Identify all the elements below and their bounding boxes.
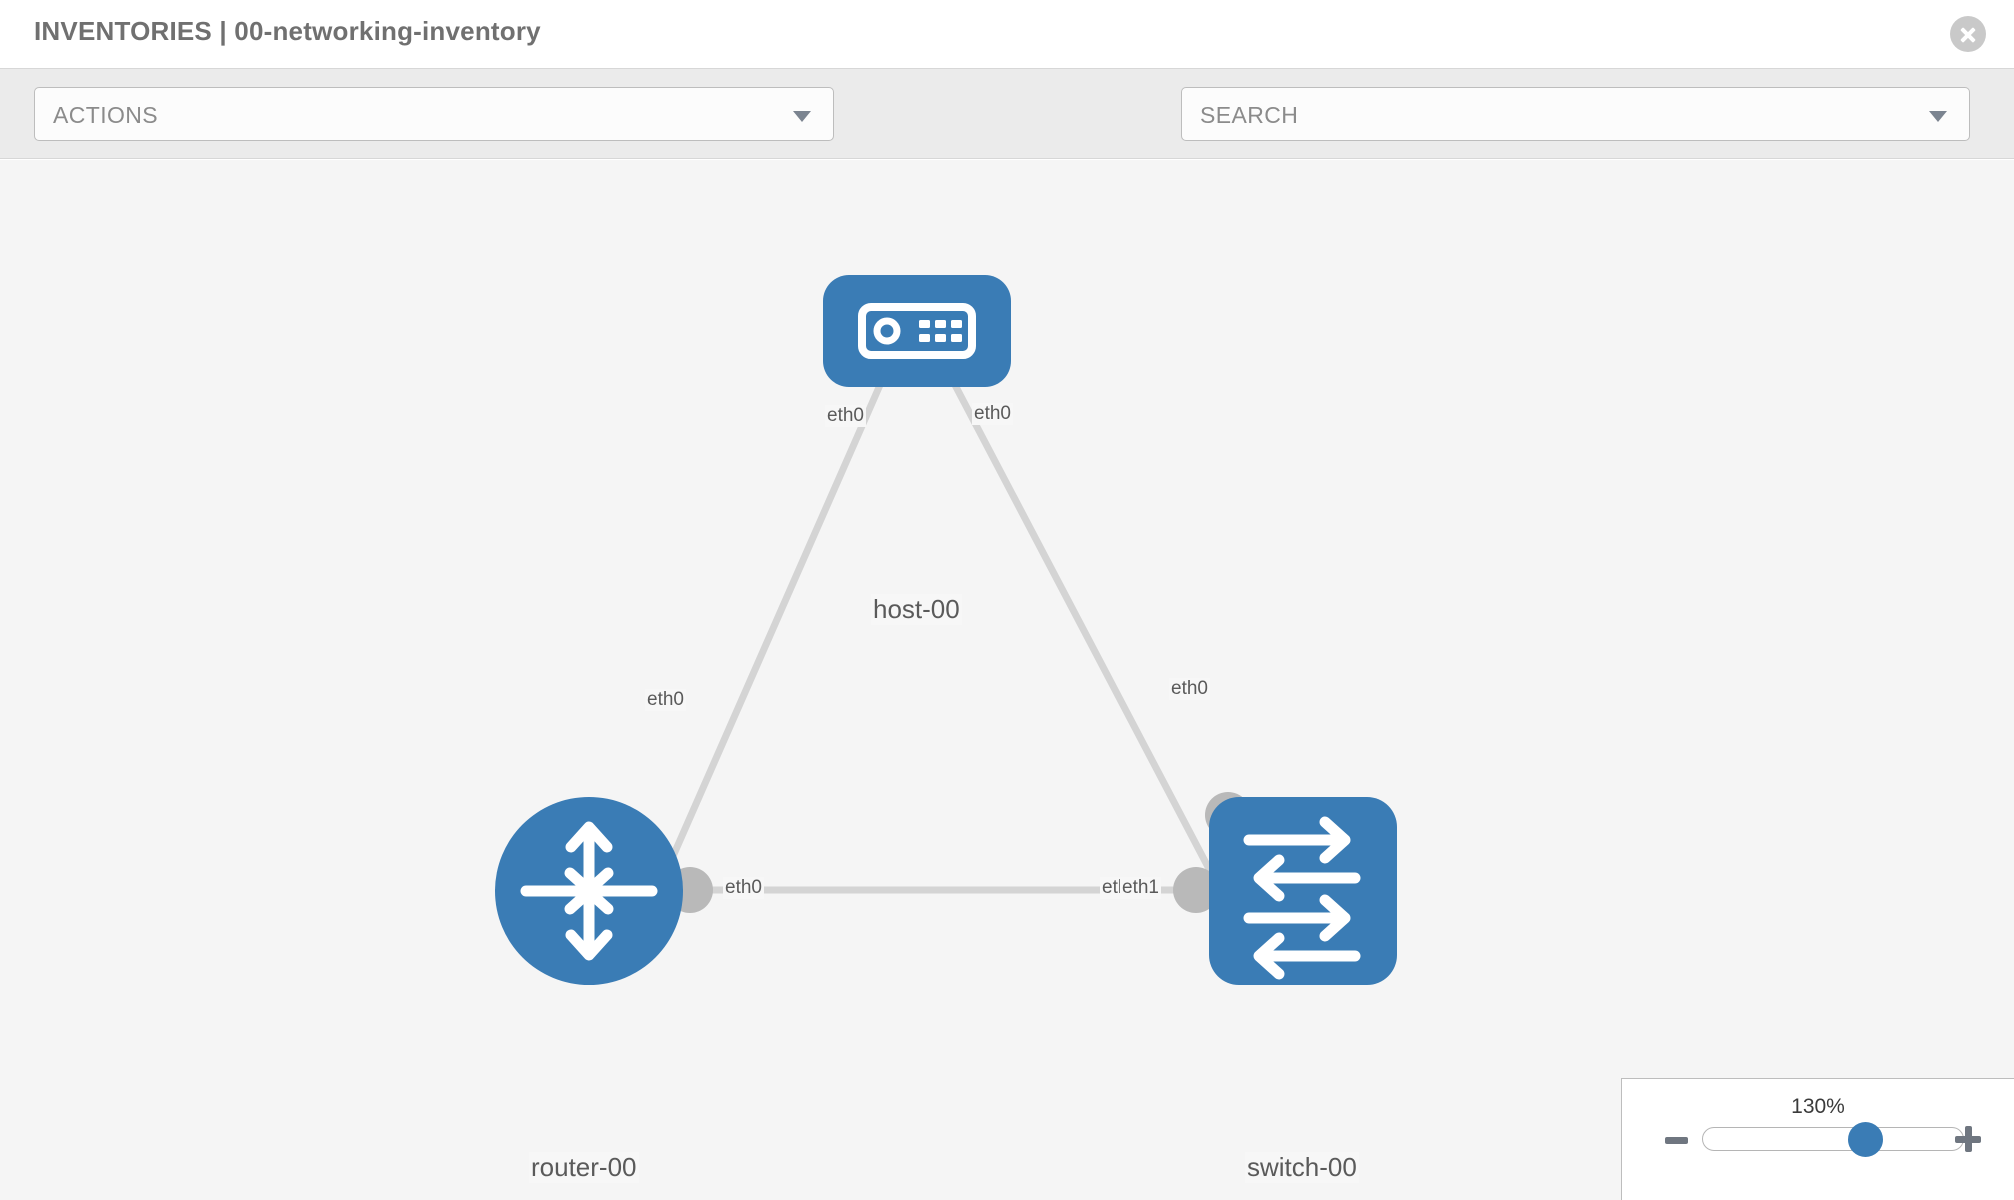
- actions-dropdown-label: ACTIONS: [53, 102, 159, 128]
- zoom-slider-thumb[interactable]: [1848, 1122, 1884, 1157]
- zoom-in-button[interactable]: [1955, 1126, 1981, 1152]
- chevron-down-icon: [1929, 111, 1947, 122]
- connector-switch00-left: [1173, 867, 1219, 913]
- zoom-level-label: 130%: [1791, 1095, 1845, 1118]
- node-label-host-00: host-00: [871, 594, 962, 625]
- zoom-control-panel: 130%: [1621, 1078, 2014, 1200]
- edge-label-router-upper-eth0: eth0: [645, 689, 686, 711]
- search-placeholder: SEARCH: [1200, 102, 1299, 128]
- page-header: INVENTORIES | 00-networking-inventory: [0, 0, 2014, 69]
- edge-label-switch-upper-eth0: eth0: [1169, 678, 1210, 700]
- zoom-out-button[interactable]: [1665, 1137, 1688, 1144]
- edge-host00-switch00: [951, 381, 1232, 909]
- node-label-switch-00: switch-00: [1245, 1152, 1359, 1183]
- node-switch-00: [1209, 797, 1397, 985]
- node-router-00: [495, 797, 683, 985]
- edge-label-switch-left-eth1: eth1: [1120, 877, 1161, 899]
- chevron-down-icon: [793, 111, 811, 122]
- zoom-slider[interactable]: [1702, 1122, 1964, 1157]
- close-icon[interactable]: [1950, 16, 1986, 52]
- edge-label-host-left-eth0: eth0: [825, 405, 866, 427]
- edge-label-host-right-eth0: eth0: [972, 403, 1013, 425]
- topology-graph: [495, 275, 1397, 985]
- toolbar: ACTIONS SEARCH: [0, 69, 2014, 198]
- edge-host00-router00: [641, 381, 884, 924]
- node-host-00: [823, 275, 1011, 387]
- edge-label-router-right-eth0: eth0: [723, 877, 764, 899]
- actions-dropdown[interactable]: ACTIONS: [34, 87, 834, 141]
- server-icon: [858, 303, 976, 359]
- router-arrows-icon: [520, 821, 658, 961]
- topology-canvas[interactable]: eth0 eth0 eth0 eth0 eth0 eth0 eth1 host-…: [0, 160, 2014, 1200]
- node-label-router-00: router-00: [529, 1152, 639, 1183]
- switch-arrows-icon: [1243, 816, 1361, 980]
- page-title: INVENTORIES | 00-networking-inventory: [34, 16, 541, 46]
- search-input[interactable]: SEARCH: [1181, 87, 1970, 141]
- topology-edges: [641, 381, 1232, 924]
